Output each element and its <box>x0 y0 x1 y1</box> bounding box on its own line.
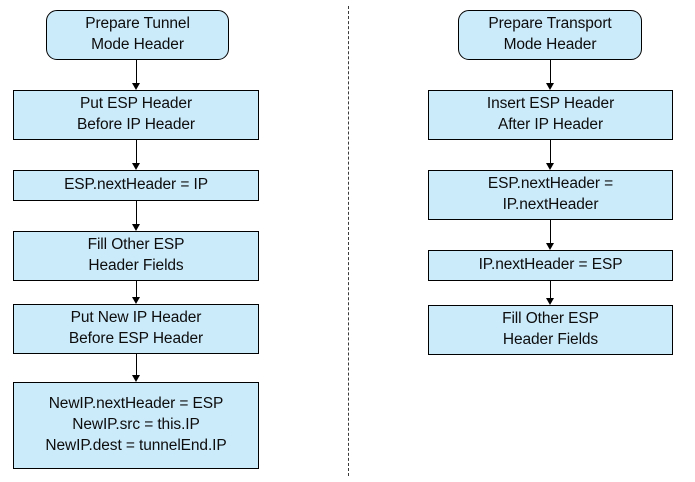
arrowhead-icon <box>546 83 554 90</box>
flow-node-tunnel-put-new-ip: Put New IP Header Before ESP Header <box>13 304 259 354</box>
arrowhead-icon <box>132 297 140 304</box>
arrowhead-icon <box>132 83 140 90</box>
flow-node-label: NewIP.nextHeader = ESP NewIP.src = this.… <box>45 395 227 454</box>
flow-node-label: Put ESP Header Before IP Header <box>77 95 195 133</box>
flow-node-label: Prepare Tunnel Mode Header <box>85 15 190 53</box>
flow-node-tunnel-newip-fields: NewIP.nextHeader = ESP NewIP.src = this.… <box>13 382 259 469</box>
flow-node-label: Insert ESP Header After IP Header <box>486 95 615 133</box>
connector-arrow <box>136 281 137 298</box>
flow-node-transport-fill-other: Fill Other ESP Header Fields <box>428 305 673 355</box>
connector-arrow <box>136 140 137 164</box>
connector-arrow <box>550 281 551 299</box>
flow-node-label: Fill Other ESP Header Fields <box>502 310 599 348</box>
flow-node-tunnel-start: Prepare Tunnel Mode Header <box>46 10 229 60</box>
flow-node-tunnel-fill-other: Fill Other ESP Header Fields <box>13 231 259 281</box>
arrowhead-icon <box>132 224 140 231</box>
connector-arrow <box>550 60 551 84</box>
column-divider <box>348 6 349 476</box>
arrowhead-icon <box>132 163 140 170</box>
flow-node-label: Fill Other ESP Header Fields <box>87 236 185 274</box>
flow-node-transport-esp-nextheader: ESP.nextHeader = IP.nextHeader <box>428 170 673 220</box>
flow-node-label: ESP.nextHeader = IP.nextHeader <box>487 175 614 213</box>
arrowhead-icon <box>132 375 140 382</box>
flow-node-label: IP.nextHeader = ESP <box>478 256 623 274</box>
flow-node-tunnel-esp-nextheader: ESP.nextHeader = IP <box>13 170 259 201</box>
flow-node-label: ESP.nextHeader = IP <box>64 176 208 194</box>
flow-node-label: Prepare Transport Mode Header <box>488 15 612 53</box>
flow-node-transport-insert-esp: Insert ESP Header After IP Header <box>428 90 673 140</box>
arrowhead-icon <box>546 298 554 305</box>
connector-arrow <box>136 354 137 376</box>
arrowhead-icon <box>546 163 554 170</box>
flow-node-transport-start: Prepare Transport Mode Header <box>458 10 642 60</box>
connector-arrow <box>136 201 137 225</box>
connector-arrow <box>550 220 551 244</box>
connector-arrow <box>550 140 551 164</box>
flow-node-tunnel-put-esp: Put ESP Header Before IP Header <box>13 90 259 140</box>
connector-arrow <box>136 60 137 84</box>
arrowhead-icon <box>546 243 554 250</box>
flow-node-label: Put New IP Header Before ESP Header <box>68 309 204 347</box>
flow-node-transport-ip-nextheader: IP.nextHeader = ESP <box>428 250 673 281</box>
